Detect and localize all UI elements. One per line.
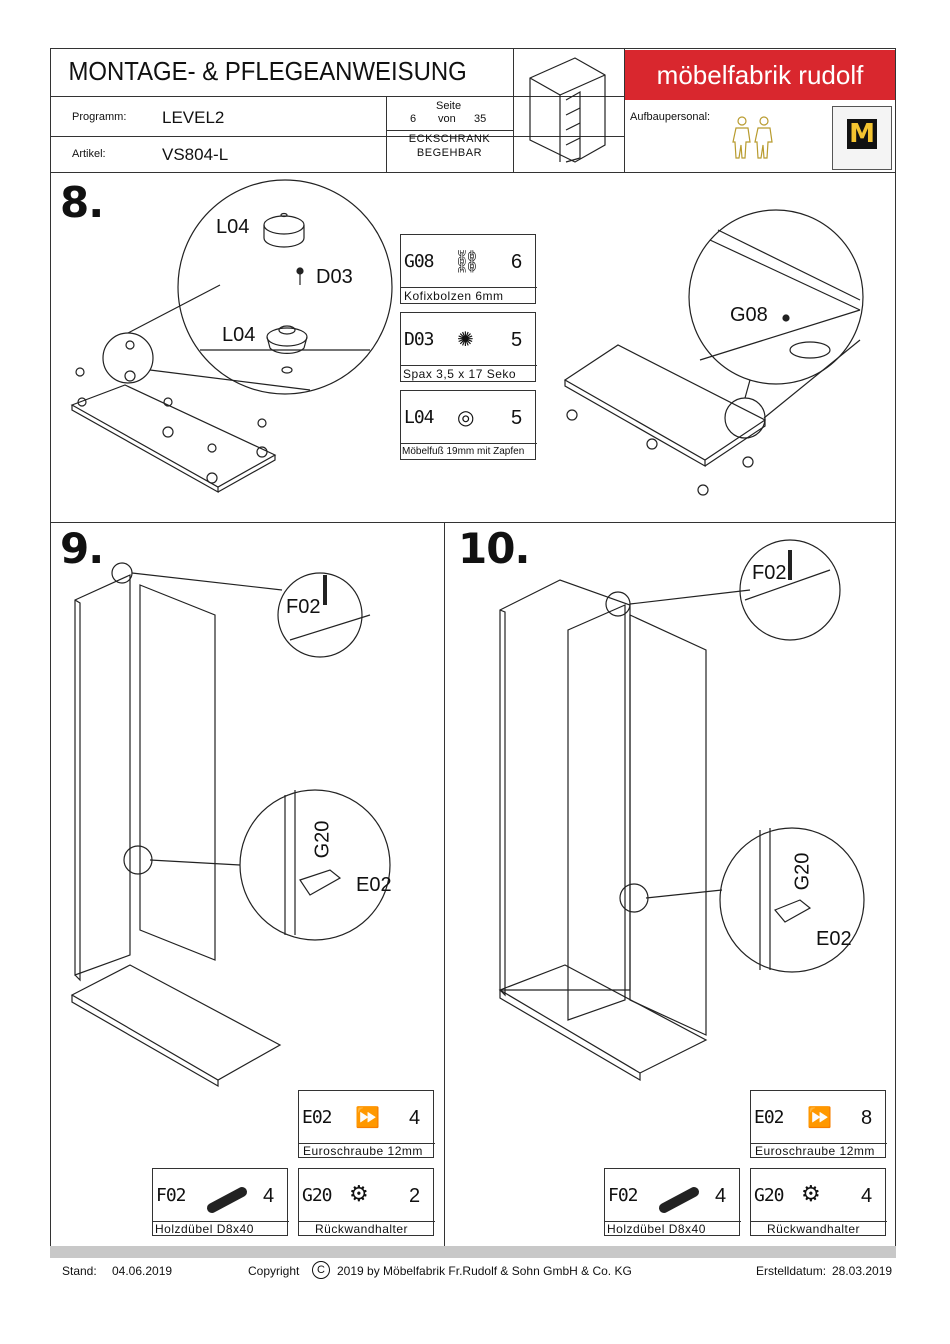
step-10-number: 10. <box>458 524 530 573</box>
programm-value: LEVEL2 <box>162 108 225 127</box>
part-qty: 4 <box>861 1185 873 1207</box>
part-desc: Rückwandhalter <box>767 1222 861 1236</box>
part-card-d03: D03 ✺ 5 Spax 3,5 x 17 Seko <box>400 312 537 382</box>
page-title: MONTAGE- & PFLEGEANWEISUNG <box>68 56 467 86</box>
euro-screw-icon: ⏩ <box>807 1107 832 1129</box>
header-divider <box>50 136 624 137</box>
step10-callout-f02: F02 <box>752 562 787 584</box>
brand-logo: möbelfabrik rudolf <box>625 50 895 100</box>
part-desc: Spax 3,5 x 17 Seko <box>403 367 517 381</box>
copyright-label: Copyright <box>248 1264 300 1278</box>
product-line-1: ECKSCHRANK <box>408 133 491 145</box>
stand-date: 04.06.2019 <box>112 1264 173 1278</box>
part-code: G20 <box>302 1185 332 1206</box>
dowel-bolt-icon: ⛓ <box>453 249 481 274</box>
part-code: E02 <box>754 1107 784 1128</box>
footer-bar <box>50 1246 896 1258</box>
product-line-2: BEGEHBAR <box>416 147 483 159</box>
step8-callout-g08: G08 <box>730 304 768 326</box>
erstell-date: 28.03.2019 <box>832 1264 893 1278</box>
step8-callout-d03: D03 <box>316 266 353 288</box>
step-8-number: 8. <box>60 178 104 227</box>
header-divider <box>386 130 513 131</box>
part-desc: Euroschraube 12mm <box>755 1144 875 1158</box>
part-qty: 5 <box>511 407 523 429</box>
part-code: F02 <box>156 1185 186 1206</box>
step9-callout-e02: E02 <box>356 874 392 896</box>
aufbaupersonal-label: Aufbaupersonal: <box>630 111 711 123</box>
part-card-e02: E02 ⏩ 8 Euroschraube 12mm <box>750 1090 887 1158</box>
furniture-foot-icon: ◎ <box>457 407 475 429</box>
copyright-text: 2019 by Möbelfabrik Fr.Rudolf & Sohn Gmb… <box>337 1264 632 1278</box>
step9-callout-g20: G20 <box>311 820 334 859</box>
step8-callout-l04-bottom: L04 <box>222 324 256 346</box>
part-code: G20 <box>754 1185 784 1206</box>
page-von: von <box>438 113 456 125</box>
part-code: D03 <box>404 329 434 350</box>
part-card-g20: G20 ⚙ 2 Rückwandhalter <box>298 1168 435 1236</box>
stand-label: Stand: <box>62 1264 97 1278</box>
wood-dowel-icon <box>657 1185 701 1215</box>
part-desc: Holzdübel D8x40 <box>607 1222 706 1236</box>
part-card-f02: F02 4 Holzdübel D8x40 <box>152 1168 289 1236</box>
step9-callout-f02: F02 <box>286 596 321 618</box>
page-total: 35 <box>474 113 487 125</box>
header-divider <box>624 48 625 172</box>
back-panel-holder-icon: ⚙ <box>801 1181 821 1206</box>
part-qty: 5 <box>511 329 523 351</box>
wood-dowel-icon <box>205 1185 249 1215</box>
euro-screw-icon: ⏩ <box>355 1107 380 1129</box>
part-desc: Möbelfuß 19mm mit Zapfen <box>402 446 525 457</box>
copyright-icon: C <box>312 1261 330 1279</box>
quality-seal: M <box>832 106 892 170</box>
part-card-g20: G20 ⚙ 4 Rückwandhalter <box>750 1168 887 1236</box>
header-divider <box>50 96 624 97</box>
part-qty: 6 <box>511 251 523 273</box>
erstell-label: Erstelldatum: <box>756 1264 827 1278</box>
part-qty: 4 <box>409 1107 421 1129</box>
back-panel-holder-icon: ⚙ <box>349 1181 369 1206</box>
screw-icon: ✺ <box>457 329 474 351</box>
header-divider <box>386 96 387 172</box>
seite-label: Seite <box>436 100 462 112</box>
page-current: 6 <box>410 113 417 125</box>
part-card-f02: F02 4 Holzdübel D8x40 <box>604 1168 741 1236</box>
step-9-number: 9. <box>60 524 104 573</box>
section-divider <box>50 522 896 523</box>
header-bottom-line <box>50 172 896 173</box>
section-divider <box>444 522 445 1246</box>
step8-callout-l04-top: L04 <box>216 216 250 238</box>
part-desc: Rückwandhalter <box>315 1222 409 1236</box>
part-card-e02: E02 ⏩ 4 Euroschraube 12mm <box>298 1090 435 1158</box>
part-code: L04 <box>404 407 434 428</box>
part-card-g08: G08 ⛓ 6 Kofixbolzen 6mm <box>400 234 537 304</box>
page-frame <box>50 48 896 1258</box>
part-desc: Holzdübel D8x40 <box>155 1222 254 1236</box>
part-qty: 8 <box>861 1107 873 1129</box>
artikel-label: Artikel: <box>72 148 106 160</box>
seal-logo: M <box>847 119 877 149</box>
programm-label: Programm: <box>72 111 127 123</box>
part-desc: Euroschraube 12mm <box>303 1144 423 1158</box>
part-code: E02 <box>302 1107 332 1128</box>
part-code: G08 <box>404 251 434 272</box>
header-divider <box>513 48 514 172</box>
part-qty: 2 <box>409 1185 421 1207</box>
part-qty: 4 <box>715 1185 727 1207</box>
part-desc: Kofixbolzen 6mm <box>404 289 504 303</box>
step10-callout-g20: G20 <box>791 852 814 891</box>
part-qty: 4 <box>263 1185 275 1207</box>
step10-callout-e02: E02 <box>816 928 852 950</box>
part-card-l04: L04 ◎ 5 Möbelfuß 19mm mit Zapfen <box>400 390 537 460</box>
artikel-value: VS804-L <box>162 145 229 164</box>
part-code: F02 <box>608 1185 638 1206</box>
